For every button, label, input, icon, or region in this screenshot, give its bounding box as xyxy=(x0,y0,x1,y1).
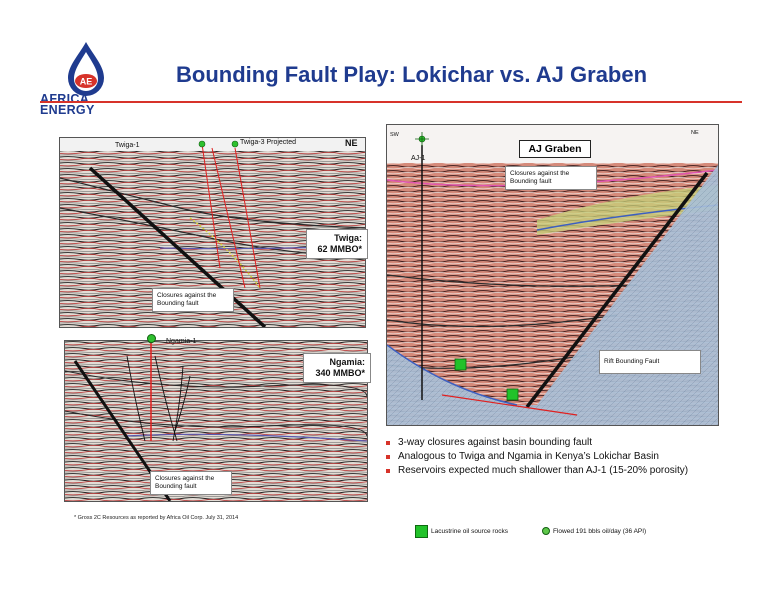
twiga-ne-label: NE xyxy=(345,138,358,148)
ngamia-1-well-label: Ngamia-1 xyxy=(166,338,197,345)
bullet-list: 3-way closures against basin bounding fa… xyxy=(384,436,688,478)
twiga-3-projected-label: Twiga-3 Projected xyxy=(240,139,297,146)
aj-callout-line2: Bounding fault xyxy=(510,178,552,185)
bullet-item: Analogous to Twiga and Ngamia in Kenya’s… xyxy=(384,450,688,464)
twiga-resource-box: Twiga: 62 MMBO* xyxy=(306,229,368,259)
header-divider xyxy=(40,101,742,103)
twiga-resource-value: 62 MMBO* xyxy=(317,244,362,254)
twiga-1-well-label: Twiga-1 xyxy=(115,142,140,149)
footnote: * Gross 2C Resources as reported by Afri… xyxy=(74,515,239,521)
ngamia-callout-line2: Bounding fault xyxy=(155,483,197,490)
source-rocks-legend-label: Lacustrine oil source rocks xyxy=(431,528,508,535)
twiga-resource-name: Twiga: xyxy=(334,233,362,243)
aj-1-well-label: AJ-1 xyxy=(411,155,426,162)
bullet-item: Reservoirs expected much shallower than … xyxy=(384,464,688,478)
logo-text-energy: ENERGY xyxy=(40,103,95,117)
flowed-legend-marker-icon xyxy=(542,527,550,535)
aj-closures-callout: Closures against the Bounding fault xyxy=(505,166,597,190)
aj-sw-label: SW xyxy=(390,132,399,138)
ngamia-closures-callout: Closures against the Bounding fault xyxy=(150,471,232,495)
twiga-callout-line2: Bounding fault xyxy=(157,300,199,307)
ngamia-resource-name: Ngamia: xyxy=(329,357,365,367)
twiga-callout-line1: Closures against the xyxy=(157,292,217,299)
bullet-icon xyxy=(386,455,390,459)
ngamia-callout-line1: Closures against the xyxy=(155,475,215,482)
rift-bounding-fault-callout: Rift Bounding Fault xyxy=(599,350,701,374)
ngamia-resource-box: Ngamia: 340 MMBO* xyxy=(303,353,371,383)
aj-callout-line1: Closures against the xyxy=(510,170,570,177)
africa-energy-logo-icon: AE xyxy=(68,42,104,96)
logo-mark: AE xyxy=(80,77,93,87)
source-rocks-legend-swatch xyxy=(415,525,428,538)
bullet-icon xyxy=(386,441,390,445)
aj-ne-label: NE xyxy=(691,130,699,136)
flowed-legend-label: Flowed 191 bbls oil/day (36 API) xyxy=(553,528,647,535)
ngamia-resource-value: 340 MMBO* xyxy=(315,368,365,378)
page-title: Bounding Fault Play: Lokichar vs. AJ Gra… xyxy=(176,62,648,87)
bullet-icon xyxy=(386,469,390,473)
twiga-closures-callout: Closures against the Bounding fault xyxy=(152,288,234,312)
logo-text-africa: AFRICA xyxy=(40,92,90,106)
bullet-item: 3-way closures against basin bounding fa… xyxy=(384,436,688,450)
aj-graben-label: AJ Graben xyxy=(519,140,591,158)
ngamia-well-marker-icon xyxy=(147,334,156,343)
